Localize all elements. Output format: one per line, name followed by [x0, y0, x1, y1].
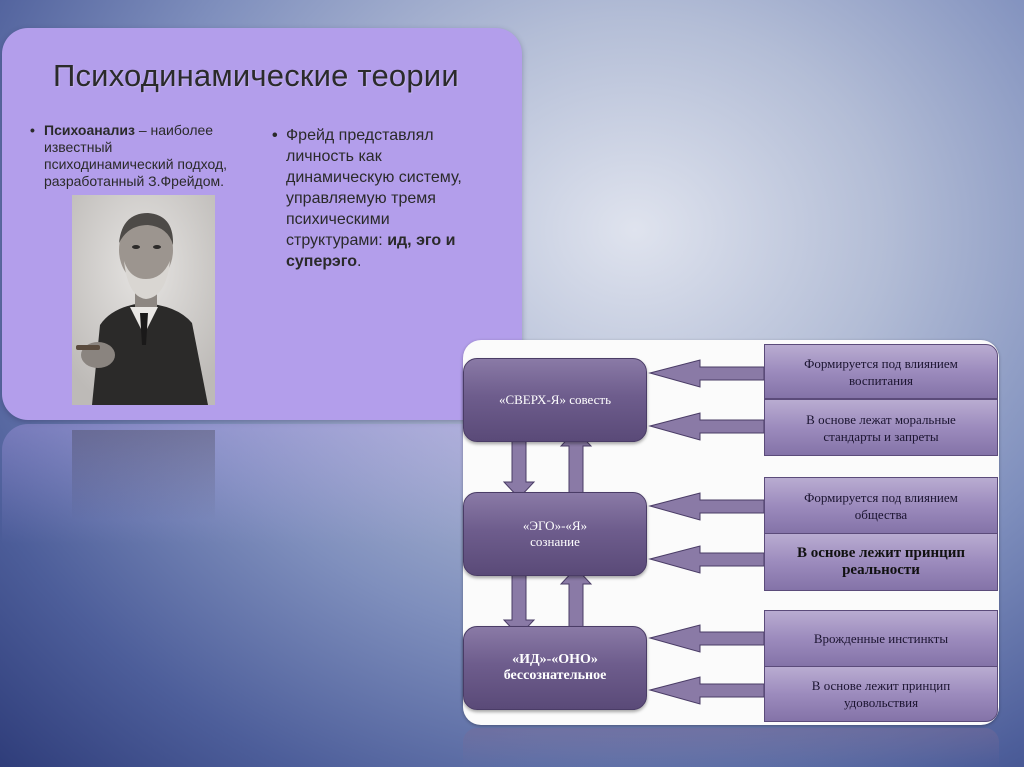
bullet-text: – наиболее — [134, 122, 214, 138]
info-text: В основе лежит принцип — [796, 545, 966, 561]
info-text: Врожденные инстинкты — [813, 631, 949, 646]
bullet-text: динамическую систему, — [286, 169, 462, 186]
arrow-left-icon — [648, 492, 765, 521]
slide-title: Психодинамические теории — [53, 58, 459, 93]
arrow-left-icon — [648, 624, 765, 653]
diagram-reflection — [463, 728, 999, 767]
bullet-text: личность как — [286, 148, 382, 165]
info-text: Формируется под влиянием — [804, 355, 958, 371]
bullet-text: известный — [44, 139, 113, 155]
info-id-basis: В основе лежит принцип удовольствия — [764, 666, 998, 722]
level-id: «ИД»-«ОНО» бессознательное — [463, 626, 647, 710]
bullet-freud-system: • Фрейд представлял личность как динамич… — [272, 125, 502, 272]
level-sublabel: бессознательное — [503, 668, 607, 683]
level-superego: «СВЕРХ-Я» совесть — [463, 358, 647, 442]
bullet-text: структурами: — [286, 232, 388, 249]
level-ego: «ЭГО»-«Я» сознание — [463, 492, 647, 576]
bullet-text: . — [356, 253, 362, 270]
level-sublabel: сознание — [530, 534, 580, 549]
info-text: стандарты и запреты — [823, 428, 939, 444]
card-reflection — [2, 424, 522, 544]
bullet-dot: • — [272, 127, 278, 144]
level-label: «СВЕРХ-Я» совесть — [498, 392, 612, 407]
level-label: «ИД»-«ОНО» — [512, 652, 598, 667]
level-label: «ЭГО»-«Я» — [522, 518, 588, 533]
freud-portrait-photo — [72, 195, 215, 405]
portrait-illustration — [72, 195, 215, 405]
portrait-reflection — [72, 430, 215, 520]
bullet-text: Фрейд представлял — [286, 127, 434, 144]
term-psychoanalysis: Психоанализ — [44, 122, 135, 138]
bullet-dot: • — [30, 122, 35, 138]
info-text: удовольствия — [843, 695, 919, 710]
bullet-text: психическими — [286, 211, 390, 228]
bullet-psychoanalysis: • Психоанализ – наиболее известный психо… — [30, 122, 258, 190]
info-text: общества — [854, 506, 908, 522]
info-id-instincts: Врожденные инстинкты — [764, 610, 998, 667]
info-text: воспитания — [848, 372, 914, 388]
info-superego-basis: В основе лежат моральные стандарты и зап… — [764, 399, 998, 456]
info-text: Формируется под влиянием — [804, 489, 958, 505]
bullet-text: разработанный З.Фрейдом. — [44, 173, 225, 189]
info-text: В основе лежат моральные — [806, 411, 956, 427]
info-text: В основе лежит принцип — [811, 678, 951, 693]
info-text: реальности — [842, 562, 920, 578]
arrow-left-icon — [648, 676, 765, 705]
arrow-left-icon — [648, 545, 765, 574]
bullet-text-bold: ид, эго и — [387, 232, 456, 249]
bullet-text-bold: суперэго — [286, 253, 357, 270]
arrow-left-icon — [648, 359, 765, 388]
bullet-text: управляемую тремя — [286, 190, 436, 207]
info-ego-basis: В основе лежит принцип реальности — [764, 533, 998, 591]
bullet-text: психодинамический подход, — [44, 156, 228, 172]
info-ego-formation: Формируется под влиянием общества — [764, 477, 998, 534]
info-superego-formation: Формируется под влиянием воспитания — [764, 344, 998, 399]
arrow-left-icon — [648, 412, 765, 441]
